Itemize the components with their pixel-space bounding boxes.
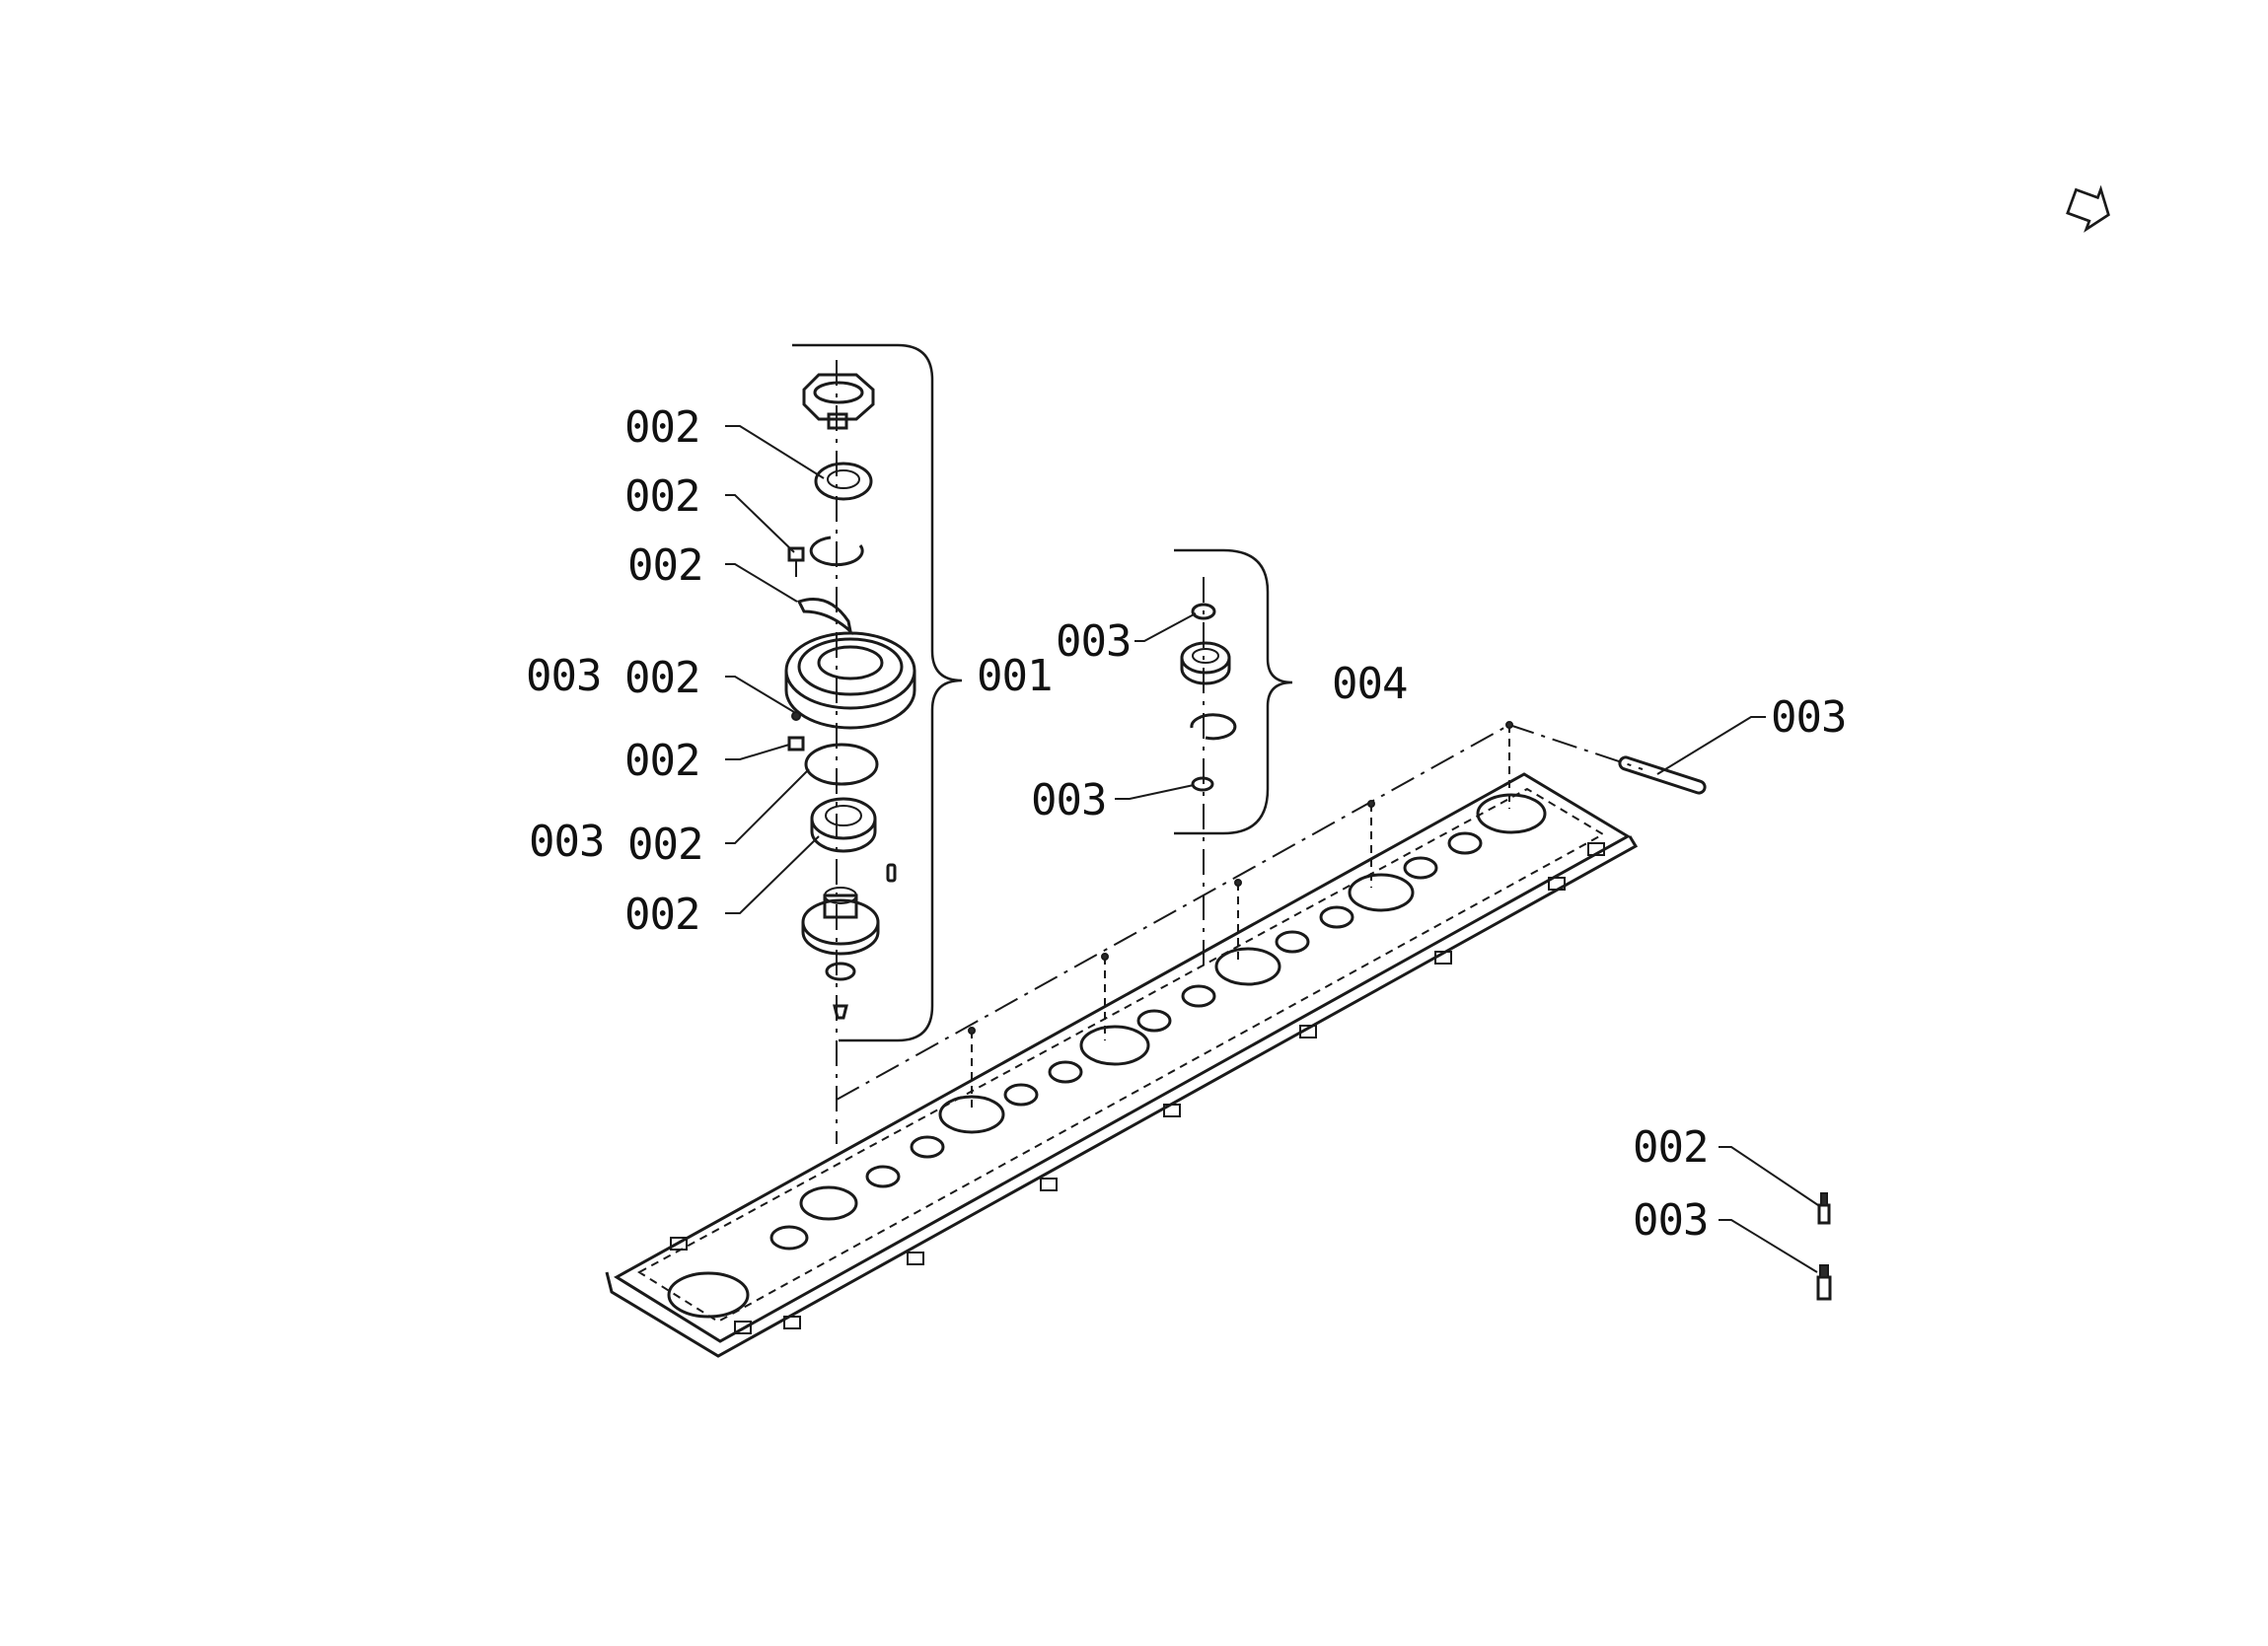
bearing-part (814, 462, 873, 501)
long-pin-part (1618, 755, 1707, 795)
plug-part (787, 736, 805, 751)
gear-hub-part (801, 887, 880, 956)
bearing-part (1180, 641, 1231, 685)
brace-004 (1174, 548, 1293, 835)
callout-label: 003 (529, 817, 604, 867)
callout-label: 002 (624, 471, 699, 522)
bracket-part (796, 598, 853, 636)
callout-label: 001 (977, 651, 1052, 701)
small-ring-part (1191, 603, 1216, 620)
callout-label: 002 (624, 402, 699, 453)
callout-label: 002 (624, 653, 699, 703)
grease-nipple-part (1816, 1264, 1832, 1301)
flange-housing-part (784, 631, 916, 730)
callout-label: 002 (627, 540, 702, 591)
grease-nipple-part (1817, 1192, 1831, 1225)
nipple-part (791, 711, 801, 721)
cutter-bar-frame (605, 721, 1707, 1358)
callout-label: 002 (627, 820, 702, 870)
callout-label: 002 (624, 890, 699, 940)
callout-label: 003 (1771, 692, 1846, 743)
brace-001 (792, 343, 963, 1042)
callout-label: 003 (1633, 1195, 1708, 1246)
callout-labels: 002 002 002 003 002 002 003 002 002 001 … (526, 402, 1847, 1246)
callout-label: 003 (526, 651, 601, 701)
key-part (886, 863, 897, 883)
bearing-assembly-001 (784, 343, 963, 1144)
circlip-part (1190, 713, 1237, 741)
callout-label: 004 (1332, 659, 1407, 709)
callout-label: 002 (1633, 1122, 1708, 1173)
leader-lines (725, 425, 1819, 1273)
callout-label: 003 (1056, 616, 1131, 667)
top-housing-part (802, 373, 875, 430)
o-ring-part (804, 743, 879, 786)
washer-part (825, 962, 856, 981)
callout-label: 002 (624, 736, 699, 786)
bolt-part (833, 1004, 848, 1020)
circlip-part (809, 536, 864, 567)
bolt-part (787, 546, 805, 577)
next-page-arrow-icon[interactable] (2065, 181, 2116, 235)
small-ring-part (1191, 776, 1214, 792)
bearing-part (810, 797, 877, 853)
bearing-assembly-004 (1174, 548, 1293, 971)
callout-label: 003 (1031, 775, 1106, 825)
